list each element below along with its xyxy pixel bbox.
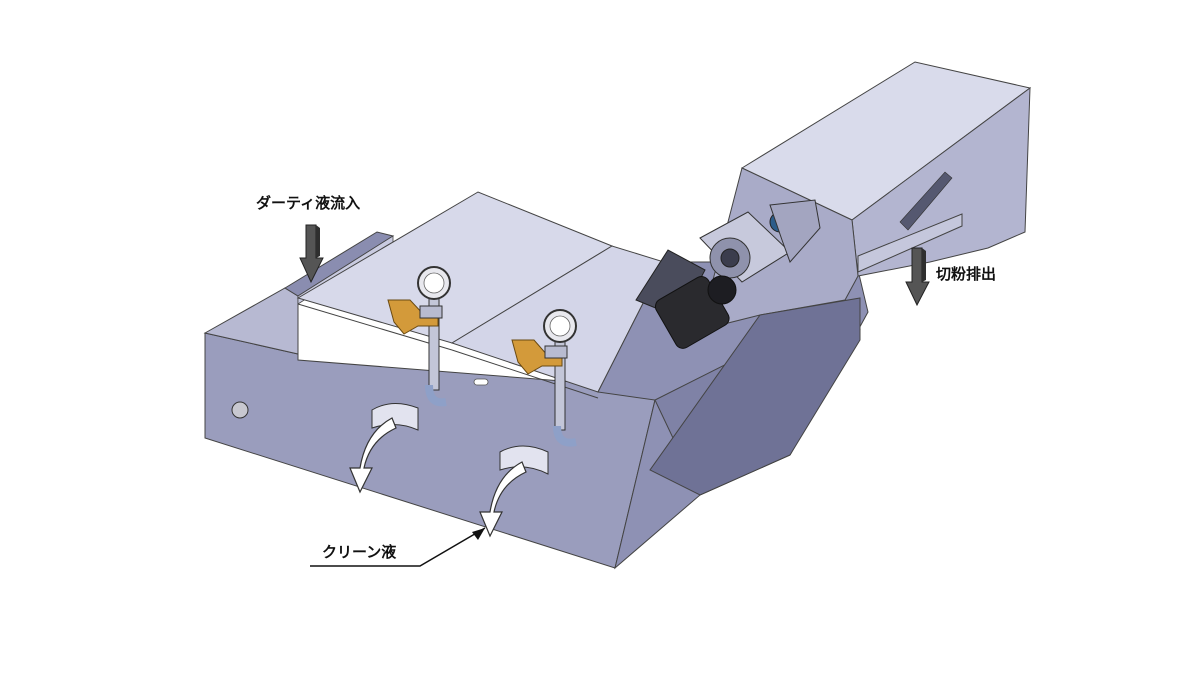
drive-motor (635, 199, 821, 349)
drain-bolt (231, 401, 249, 419)
clean-flow-arrow-right (479, 461, 527, 538)
chip-discharge-chute (857, 213, 963, 273)
clean-outlet-opening-right (499, 445, 549, 475)
pressure-gauge-assembly-right (511, 309, 577, 447)
dirty-inflow-label: ダーティ液流入 (256, 194, 361, 212)
chip-discharge-label: 切粉排出 (936, 265, 997, 283)
clean-liquid-label: クリーン液 (322, 543, 397, 561)
pressure-gauge-assembly-left (387, 266, 489, 407)
head-vent-slot (899, 171, 953, 231)
clean-liquid-leader-line (310, 527, 486, 567)
conveyor-underside-dark (649, 297, 861, 496)
clean-flow-arrow-left (349, 417, 397, 494)
